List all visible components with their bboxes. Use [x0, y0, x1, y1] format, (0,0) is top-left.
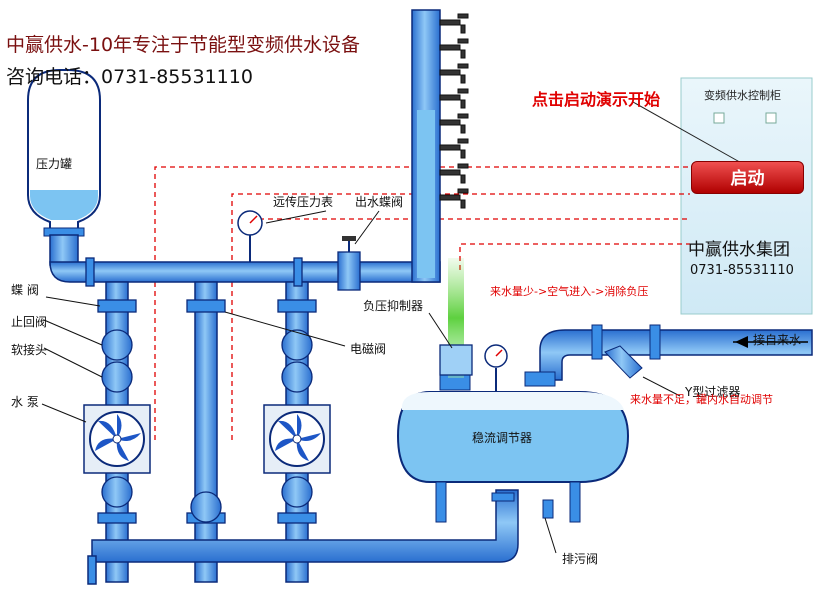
control-cabinet-title: 变频供水控制柜 [704, 89, 781, 102]
control-cabinet [680, 77, 813, 315]
note-low-flow: 来水量少->空气进入->消除负压 [490, 285, 649, 298]
label-pressure-tank: 压力罐 [36, 157, 73, 171]
label-drain-valve: 排污阀 [562, 552, 599, 566]
label-flow-regulator: 稳流调节器 [472, 431, 533, 445]
label-solenoid-valve: 电磁阀 [350, 342, 387, 356]
label-from-water: 接自来水 [753, 333, 802, 347]
company-name: 中赢供水集团 [688, 240, 790, 260]
tank-pressure-gauge [484, 344, 508, 392]
faucets [439, 13, 469, 209]
leader-lines [41, 210, 681, 554]
label-negative-pressure-suppressor: 负压抑制器 [363, 299, 424, 313]
start-button[interactable]: 启动 [691, 161, 804, 194]
label-outlet-valve: 出水蝶阀 [355, 195, 404, 209]
inlet-arrow [733, 336, 808, 348]
remote-pressure-gauge [237, 210, 263, 262]
contact-phone: 咨询电话：0731-85531110 [6, 66, 253, 88]
negative-pressure-suppressor [439, 344, 473, 376]
label-remote-gauge: 远传压力表 [273, 195, 334, 209]
label-butterfly-valve: 蝶 阀 [11, 283, 39, 297]
indicator-light-left [713, 112, 725, 124]
water-pump-1 [83, 404, 151, 474]
water-pump-2 [263, 404, 331, 474]
signal-lines [154, 166, 690, 440]
outlet-butterfly-valve [337, 236, 361, 291]
demo-pointer-line [632, 101, 746, 166]
page-title: 中赢供水-10年专注于节能型变频供水设备 [6, 34, 361, 56]
demo-prompt: 点击启动演示开始 [532, 90, 661, 109]
company-phone: 0731-85531110 [690, 263, 794, 278]
note-insufficient: 来水量不足，罐内水自动调节 [630, 393, 773, 406]
label-check-valve: 止回阀 [11, 315, 48, 329]
label-soft-joint: 软接头 [11, 343, 48, 357]
soft-joints [101, 329, 313, 523]
y-filter [591, 324, 661, 379]
label-y-filter: Y型过滤器 [685, 385, 741, 399]
indicator-light-right [765, 112, 777, 124]
pressure-tank [27, 69, 101, 237]
label-water-pump: 水 泵 [11, 395, 39, 409]
